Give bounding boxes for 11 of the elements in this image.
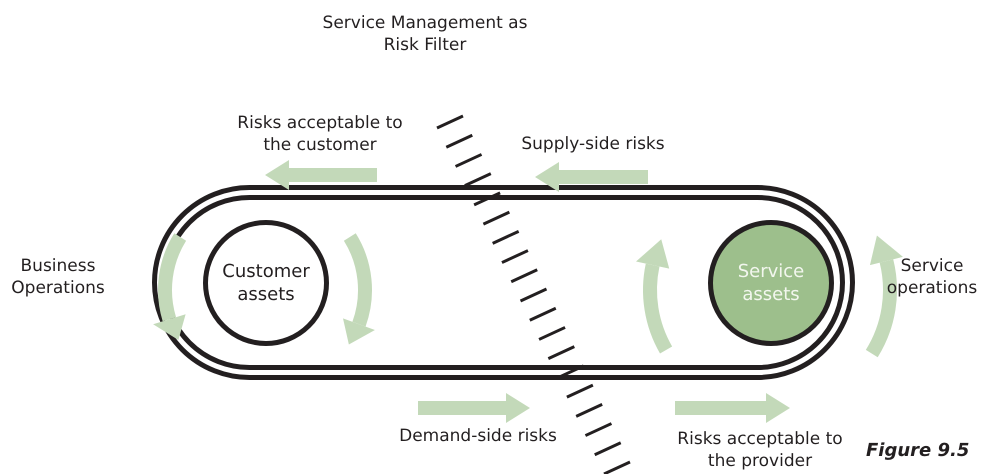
filled-circle-node: Service assets bbox=[708, 220, 834, 346]
text-label: Service operations bbox=[886, 255, 978, 299]
text-label: Service Management as Risk Filter bbox=[322, 12, 528, 56]
rounded-band bbox=[152, 185, 855, 380]
text-label: Demand-side risks bbox=[398, 425, 558, 447]
figure-caption: Figure 9.5 bbox=[866, 440, 970, 462]
text-label: Risks acceptable to the provider bbox=[676, 428, 844, 472]
text-label: Risks acceptable to the customer bbox=[236, 112, 404, 156]
text-label: Supply-side risks bbox=[520, 133, 666, 155]
text-label: Business Operations bbox=[10, 255, 106, 299]
circle-node: Customer assets bbox=[203, 220, 329, 346]
